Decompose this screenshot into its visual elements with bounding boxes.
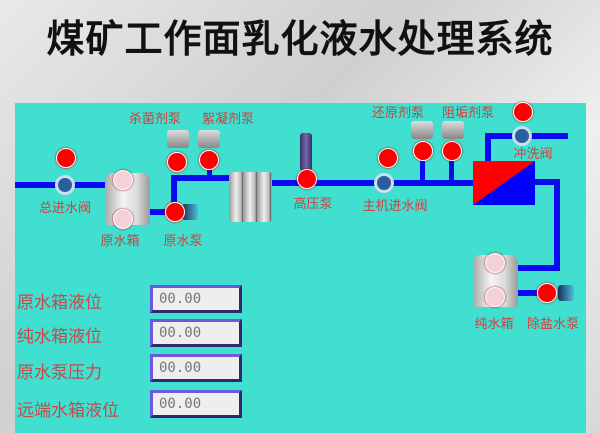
reading-label-pure-tank-level: 纯水箱液位 [17,327,102,347]
host-inlet-valve-label: 主机进水阀 [362,199,428,214]
high-pressure-pump-label: 高压泵 [293,197,333,212]
reading-label-raw-tank-level: 原水箱液位 [17,293,102,313]
raw-pump[interactable] [182,204,198,220]
pure-tank-label: 纯水箱 [474,317,514,332]
high-pressure-pump-status [297,169,317,189]
raw-pump-status [165,202,185,222]
reading-raw-pump-pressure[interactable]: 00.00 [150,354,242,382]
flush-valve-status [513,102,533,122]
reductant-pump[interactable] [411,121,433,139]
reductant-pump-label: 还原剂泵 [371,106,425,121]
reading-label-raw-pump-pressure: 原水泵压力 [17,363,102,383]
bactericide-pump-status [167,152,187,172]
pipe-filter-out [270,180,475,186]
raw-tank-low-level [113,209,133,229]
pipe-down [554,179,560,271]
scale-inhibitor-pump-status [442,141,462,161]
scale-inhibitor-pump-label: 阻垢剂泵 [441,106,495,121]
reading-remote-tank-level[interactable]: 00.00 [150,390,242,418]
flocculant-pump-status [199,150,219,170]
raw-pump-label: 原水泵 [163,234,203,249]
ro-membrane-unit[interactable] [473,161,535,205]
flush-valve[interactable] [512,126,532,146]
pipe-dose-2 [207,165,212,177]
host-inlet-valve[interactable] [374,173,394,193]
reading-raw-tank-level[interactable]: 00.00 [150,285,242,313]
bactericide-pump[interactable] [167,130,189,148]
desalt-pump-label: 除盐水泵 [526,317,580,332]
reading-label-remote-tank-level: 远端水箱液位 [17,401,119,421]
main-inlet-valve-label: 总进水阀 [38,201,92,216]
bactericide-pump-label: 杀菌剂泵 [128,112,182,127]
reading-pure-tank-level[interactable]: 00.00 [150,319,242,347]
pure-tank-high-level [485,253,505,273]
scale-inhibitor-pump[interactable] [442,121,464,139]
flocculant-pump[interactable] [198,130,220,148]
pipe-to-filter [171,175,231,181]
desalt-pump-status [537,283,557,303]
filter-tanks[interactable] [229,172,272,222]
pipe-pure-to-pump [517,290,542,296]
flush-valve-label: 冲洗阀 [513,147,553,162]
pipe-exch-out [535,179,559,185]
main-inlet-valve[interactable] [55,175,75,195]
desalt-pump[interactable] [558,285,574,301]
reductant-pump-status [413,141,433,161]
high-pressure-pump[interactable] [300,133,312,171]
raw-tank-label: 原水箱 [100,234,140,249]
pure-tank-low-level [485,287,505,307]
pipe-to-pure-tank [517,265,560,271]
pipe-tank-to-pump [150,209,175,215]
pipe-dose-4 [449,158,454,182]
flocculant-pump-label: 絮凝剂泵 [201,112,255,127]
pipe-flush-riser [485,133,491,163]
host-inlet-valve-status [378,148,398,168]
main-inlet-valve-status [56,148,76,168]
pipe-riser [171,175,177,213]
raw-tank-high-level [113,170,133,190]
pipe-dose-3 [420,158,425,182]
page-title: 煤矿工作面乳化液水处理系统 [46,17,554,61]
